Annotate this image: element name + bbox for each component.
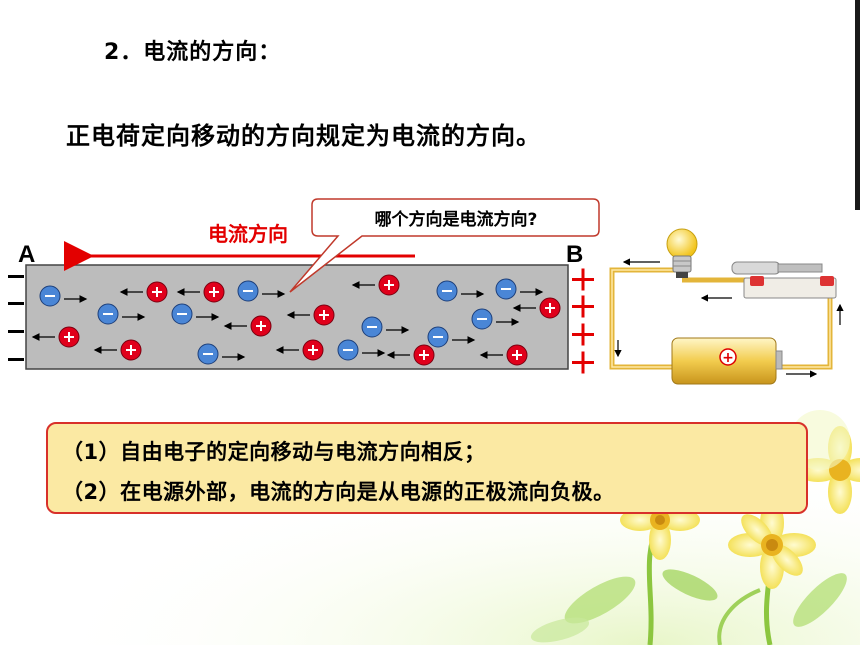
positive-signs	[572, 268, 594, 374]
conductor-diagram: 电流方向 哪个方向是电流方向? A B	[8, 198, 844, 385]
summary-line-1: （1）自由电子的定向移动与电流方向相反；	[62, 440, 486, 464]
battery-positive-sign: +	[722, 350, 734, 366]
negative-signs	[8, 275, 24, 361]
light-bulb-icon	[666, 228, 698, 278]
section-heading: 2．电流的方向：	[104, 40, 282, 65]
current-direction-label: 电流方向	[208, 222, 288, 246]
callout-question: 哪个方向是电流方向?	[375, 209, 538, 230]
circuit-illustration: +	[609, 228, 844, 385]
summary-box: （1）自由电子的定向移动与电流方向相反； （2）在电源外部，电流的方向是从电源的…	[46, 422, 808, 514]
end-label-b: B	[566, 241, 583, 268]
right-edge-bar	[855, 0, 860, 210]
summary-line-2: （2）在电源外部，电流的方向是从电源的正极流向负极。	[62, 480, 615, 504]
callout-bubble	[289, 198, 600, 293]
end-label-a: A	[18, 241, 35, 268]
definition-text: 正电荷定向移动的方向规定为电流的方向。	[66, 122, 541, 150]
positive-charges	[31, 274, 561, 366]
electrons	[39, 278, 544, 365]
battery-icon: +	[671, 337, 783, 385]
knife-switch-icon	[731, 261, 837, 299]
